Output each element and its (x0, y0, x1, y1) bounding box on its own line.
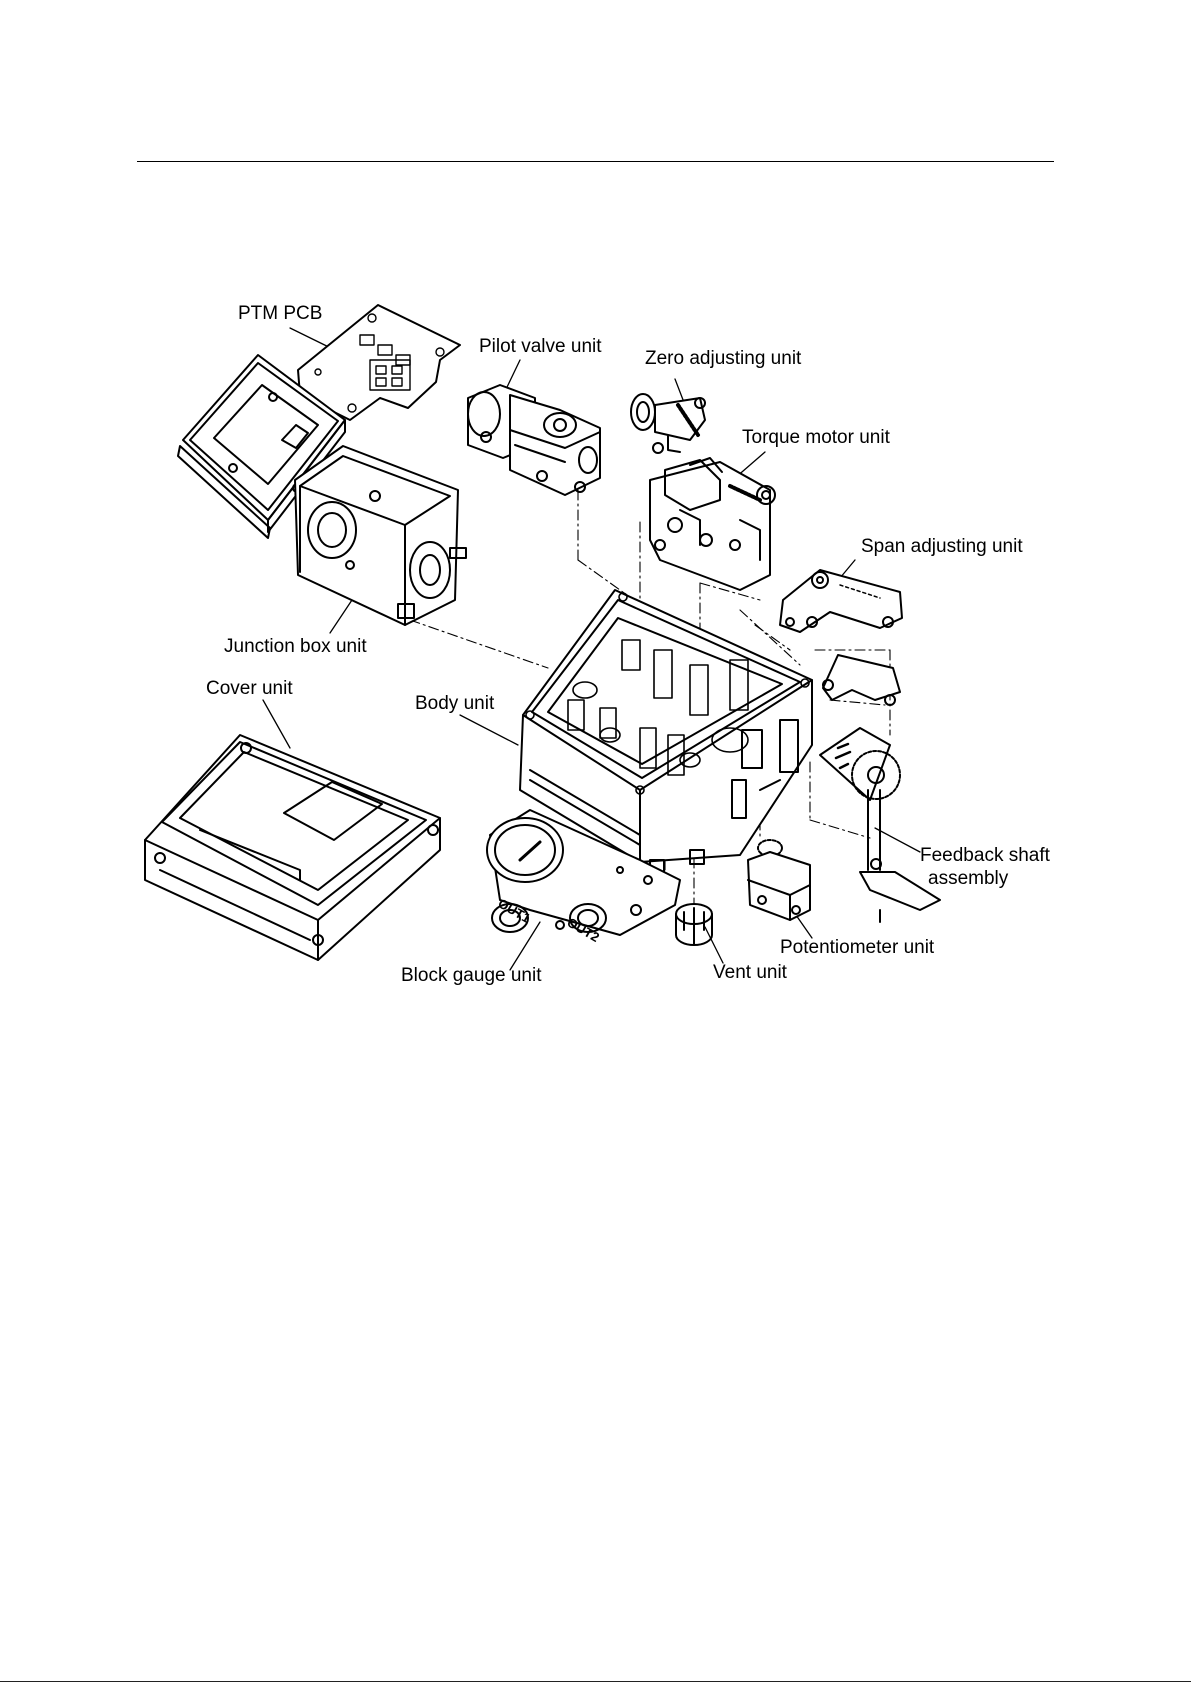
label-body-unit: Body unit (415, 693, 494, 715)
label-feedback-shaft-assembly: assembly (928, 868, 1008, 890)
vent-part (676, 904, 712, 945)
label-cover-unit: Cover unit (206, 678, 293, 700)
label-block-gauge-unit: Block gauge unit (401, 965, 542, 987)
cover-part (145, 735, 440, 960)
label-ptm-pcb: PTM PCB (238, 303, 322, 325)
label-torque-motor-unit: Torque motor unit (742, 427, 890, 449)
label-pilot-valve-unit: Pilot valve unit (479, 336, 602, 358)
label-feedback-shaft: Feedback shaft (920, 845, 1050, 867)
page-bottom-edge (0, 1681, 1191, 1682)
zero-adjusting-part (631, 394, 705, 453)
torque-motor-part (650, 458, 775, 590)
label-potentiometer-unit: Potentiometer unit (780, 937, 934, 959)
label-span-adjusting-unit: Span adjusting unit (861, 536, 1023, 558)
label-vent-unit: Vent unit (713, 962, 787, 984)
label-junction-box-unit: Junction box unit (224, 636, 367, 658)
span-adjusting-part (780, 570, 902, 632)
feedback-shaft-part (820, 728, 940, 922)
potentiometer-part (748, 840, 810, 920)
pilot-valve-part (468, 385, 600, 495)
span-arm-part (823, 655, 900, 705)
label-zero-adjusting-unit: Zero adjusting unit (645, 348, 801, 370)
